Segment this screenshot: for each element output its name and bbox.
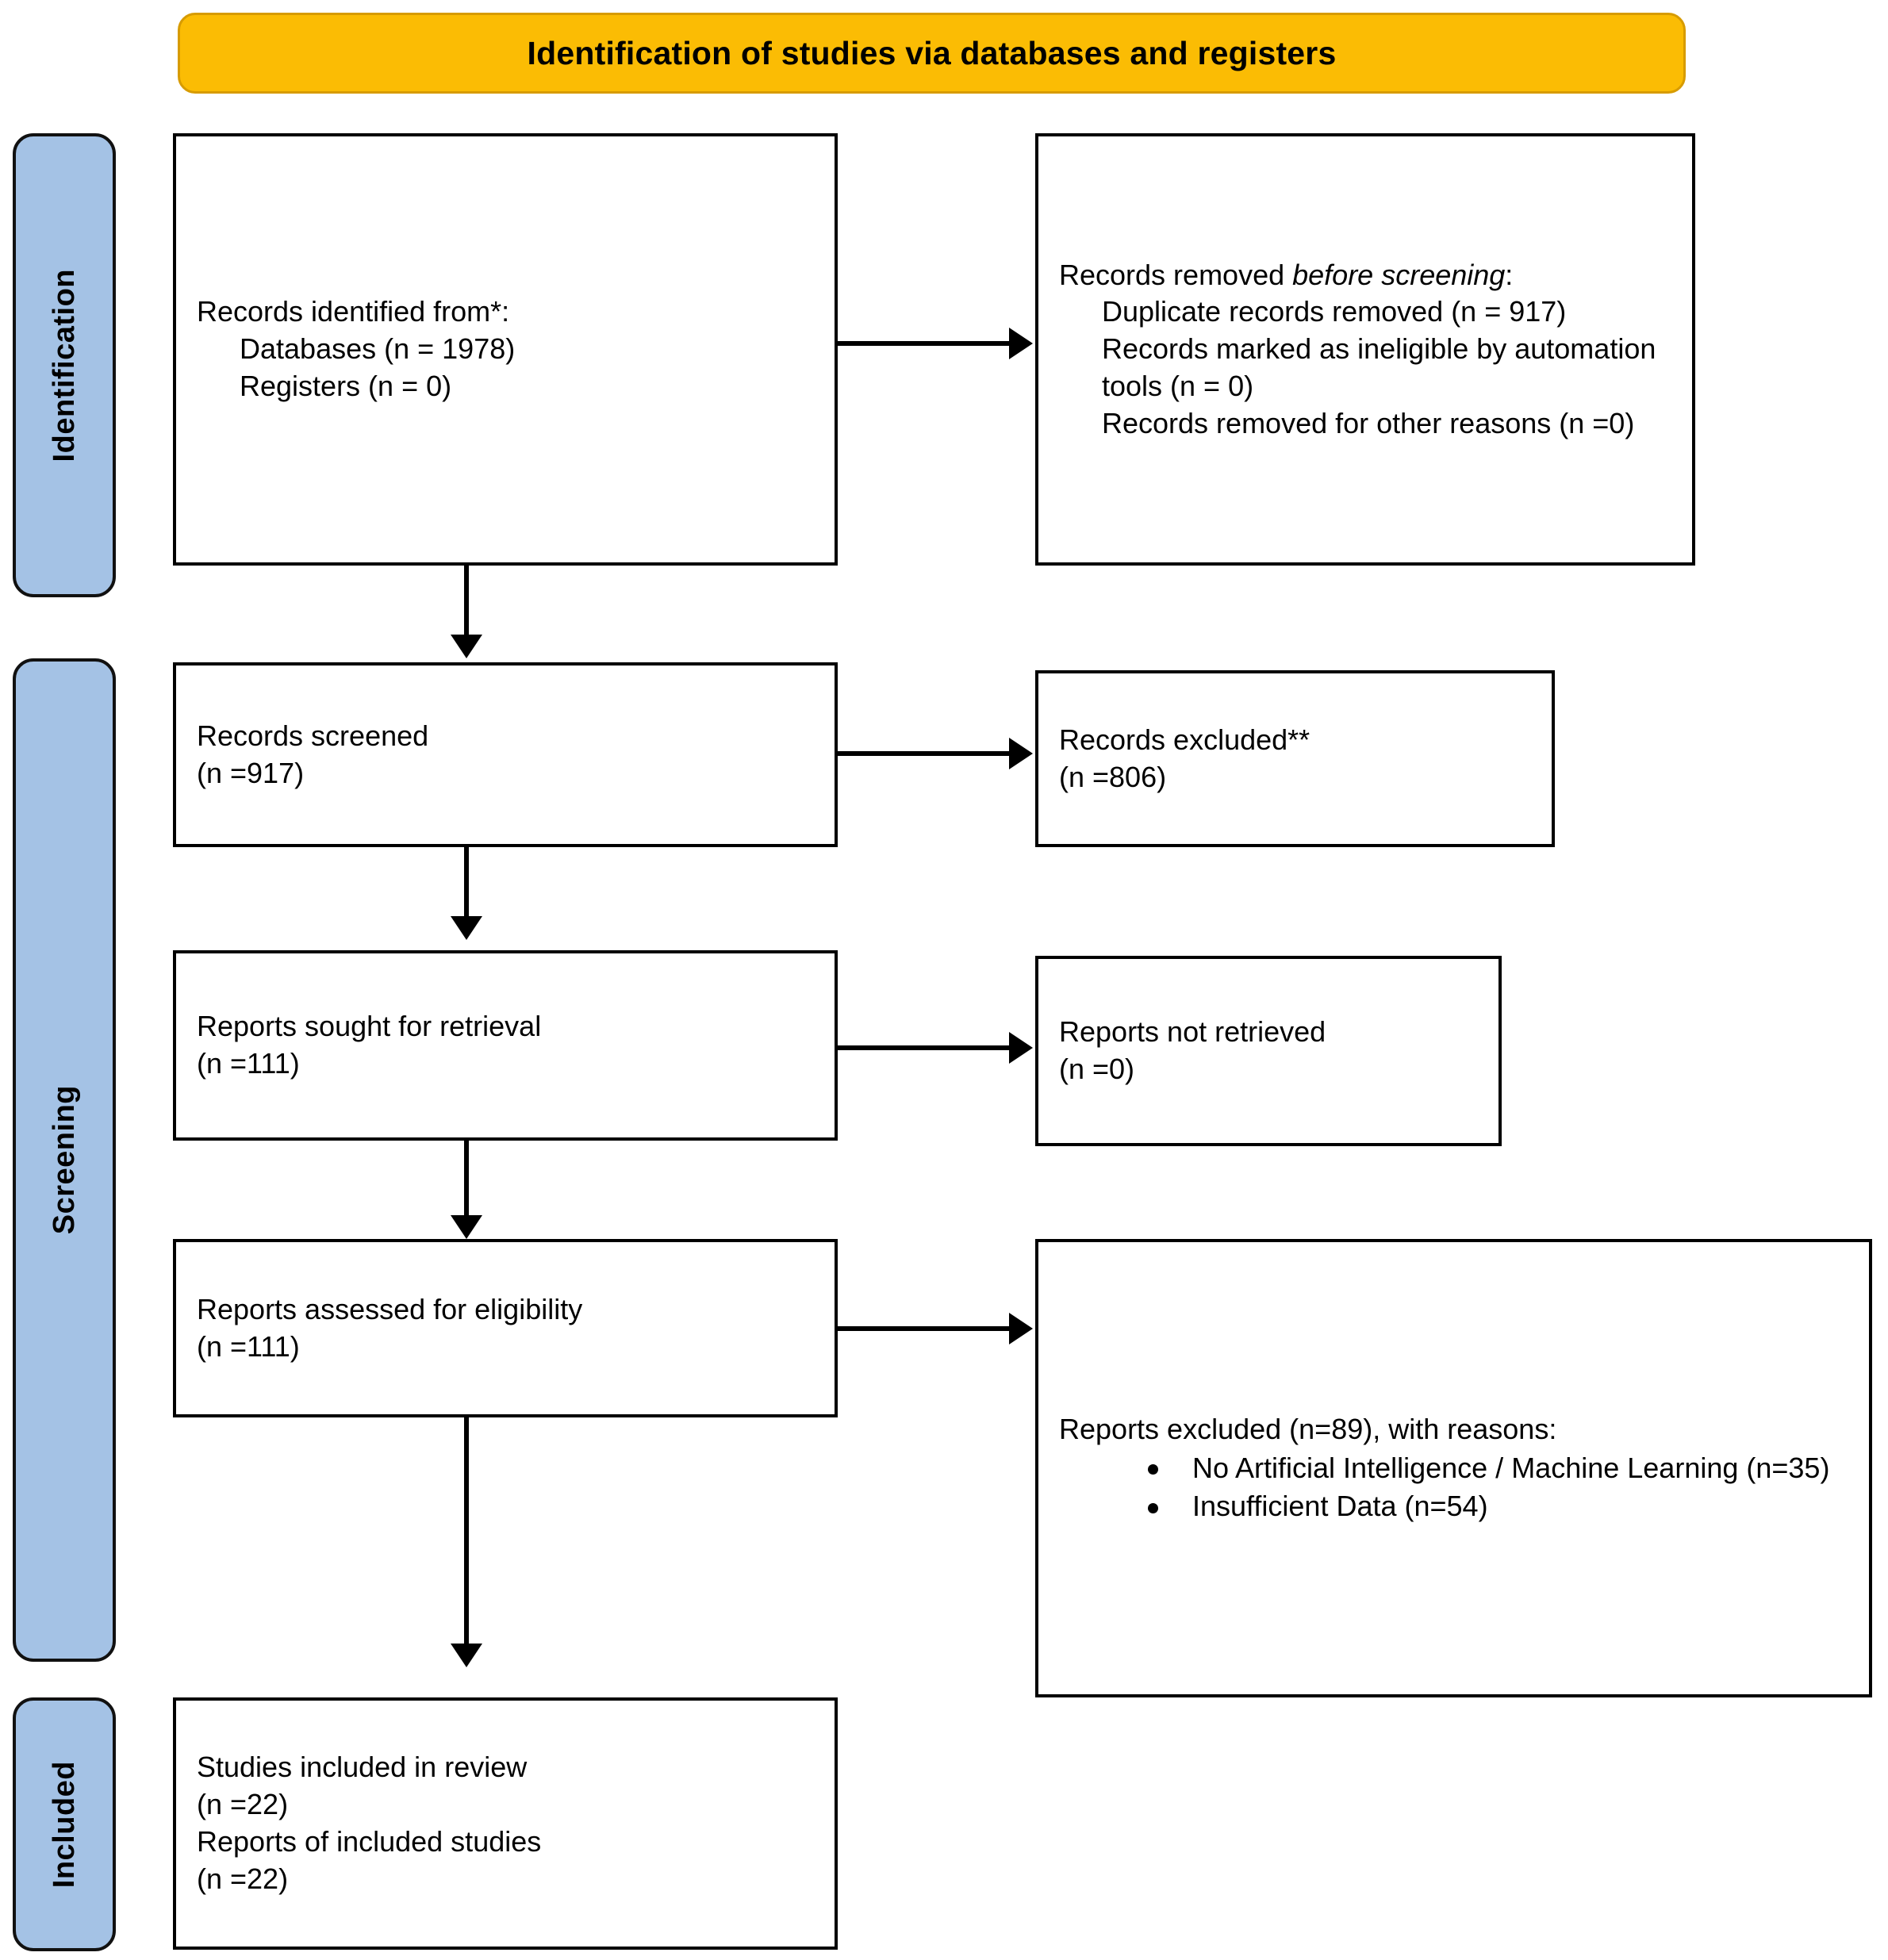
records-removed-heading: Records removed before screening: (1059, 257, 1671, 294)
records-excluded-line-2: (n =806) (1059, 760, 1167, 793)
records-excluded-line-1: Records excluded** (1059, 723, 1310, 756)
box-records-removed-before-screening: Records removed before screening: Duplic… (1035, 133, 1695, 566)
records-removed-line-2: Duplicate records removed (n = 917) (1102, 295, 1567, 328)
arrow-sought-to-not-retrieved-shaft (838, 1045, 1011, 1050)
box-reports-sought: Reports sought for retrieval (n =111) (173, 950, 838, 1141)
records-identified-line-2: Databases (n = 1978) (240, 332, 516, 366)
arrow-identified-to-removed-shaft (838, 341, 1011, 346)
records-removed-heading-part-1: Records removed (1059, 258, 1293, 291)
bullet-icon (1148, 1503, 1158, 1514)
arrow-identified-to-screened-head (451, 635, 482, 658)
reports-sought-line-2: (n =111) (197, 1047, 300, 1080)
arrow-sought-to-assessed-shaft (464, 1141, 469, 1220)
bullet-icon (1148, 1464, 1158, 1475)
reports-excluded-reason-list: No Artificial Intelligence / Machine Lea… (1059, 1450, 1848, 1526)
phase-rail-screening: Screening (13, 658, 116, 1662)
phase-rail-screening-label: Screening (47, 1085, 81, 1235)
studies-included-line-2: (n =22) (197, 1788, 289, 1821)
arrow-sought-to-not-retrieved-head (1009, 1032, 1033, 1064)
arrow-assessed-to-included-head (451, 1644, 482, 1667)
arrow-assessed-to-excluded-shaft (838, 1326, 1011, 1331)
arrow-assessed-to-excluded-head (1009, 1313, 1033, 1344)
records-removed-line-4: Records removed for other reasons (n =0) (1102, 406, 1635, 439)
records-removed-heading-part-3: : (1505, 258, 1514, 291)
studies-included-line-3: Reports of included studies (197, 1825, 542, 1858)
phase-rail-identification: Identification (13, 133, 116, 597)
records-identified-line-3: Registers (n = 0) (240, 369, 452, 402)
studies-included-line-4: (n =22) (197, 1862, 289, 1895)
studies-included-line-1: Studies included in review (197, 1751, 528, 1784)
arrow-sought-to-assessed-head (451, 1215, 482, 1239)
box-records-screened: Records screened (n =917) (173, 662, 838, 847)
box-reports-assessed: Reports assessed for eligibility (n =111… (173, 1239, 838, 1417)
records-removed-heading-emphasis: before screening (1292, 258, 1506, 291)
reports-excluded-heading: Reports excluded (n=89), with reasons: (1059, 1412, 1557, 1445)
reports-not-retrieved-line-2: (n =0) (1059, 1053, 1135, 1085)
list-item: Insufficient Data (n=54) (1059, 1488, 1848, 1525)
records-identified-line-1: Records identified from*: (197, 295, 510, 328)
reports-assessed-line-1: Reports assessed for eligibility (197, 1292, 583, 1325)
reports-excluded-reason-1: No Artificial Intelligence / Machine Lea… (1192, 1451, 1830, 1484)
reports-excluded-reason-2: Insufficient Data (n=54) (1192, 1490, 1488, 1523)
phase-rail-included-label: Included (47, 1760, 81, 1889)
phase-rail-identification-label: Identification (47, 268, 81, 462)
box-reports-excluded-with-reasons: Reports excluded (n=89), with reasons: N… (1035, 1239, 1872, 1697)
list-item: No Artificial Intelligence / Machine Lea… (1059, 1450, 1848, 1487)
box-records-excluded: Records excluded** (n =806) (1035, 670, 1555, 847)
reports-assessed-line-2: (n =111) (197, 1329, 300, 1363)
diagram-header-banner: Identification of studies via databases … (178, 13, 1686, 94)
arrow-identified-to-screened-shaft (464, 566, 469, 639)
records-removed-line-3: Records marked as ineligible by automati… (1102, 332, 1664, 402)
records-screened-line-1: Records screened (197, 719, 429, 752)
reports-not-retrieved-line-1: Reports not retrieved (1059, 1015, 1326, 1049)
box-studies-included: Studies included in review (n =22) Repor… (173, 1697, 838, 1950)
arrow-screened-to-sought-shaft (464, 847, 469, 921)
arrow-assessed-to-included-shaft (464, 1417, 469, 1647)
phase-rail-included: Included (13, 1697, 116, 1951)
records-screened-line-2: (n =917) (197, 756, 305, 789)
arrow-screened-to-sought-head (451, 916, 482, 940)
arrow-screened-to-excluded-head (1009, 738, 1033, 769)
arrow-screened-to-excluded-shaft (838, 751, 1011, 756)
box-reports-not-retrieved: Reports not retrieved (n =0) (1035, 956, 1502, 1146)
diagram-title: Identification of studies via databases … (527, 34, 1337, 71)
arrow-identified-to-removed-head (1009, 328, 1033, 359)
reports-sought-line-1: Reports sought for retrieval (197, 1010, 542, 1043)
box-records-identified: Records identified from*: Databases (n =… (173, 133, 838, 566)
